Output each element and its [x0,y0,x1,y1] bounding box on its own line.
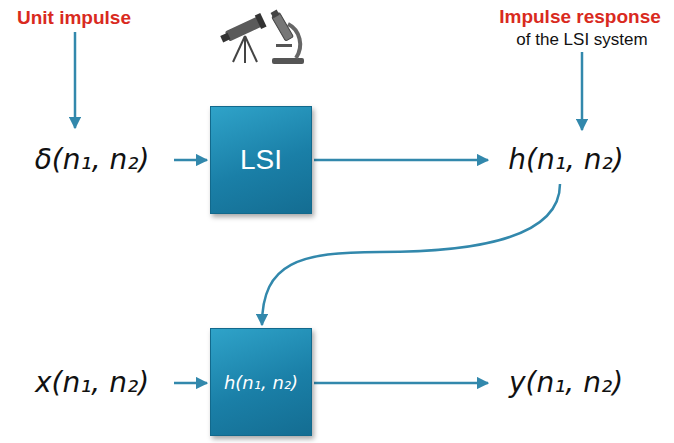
arrow [174,382,207,385]
arrow [74,32,77,128]
signal-name: y(n₁, n₂) [509,367,623,399]
callout-note: of the LSI system [516,30,647,50]
callout-label: Impulse response [499,6,661,28]
system-box: h(n₁, n₂) [210,328,312,436]
callout-label: Unit impulse [17,7,131,29]
arrow [581,52,584,130]
arrow [174,159,207,162]
signal-name: h(n₁, n₂) [508,144,623,176]
box-label: h(n₁, n₂) [224,372,298,393]
system-box: LSI [210,106,312,214]
signal-name: δ(n₁, n₂) [35,144,150,176]
telescope-icon [219,13,267,63]
arrow [314,159,488,162]
arrow [314,382,488,385]
box-label: LSI [240,144,282,176]
microscope-icon [270,9,304,64]
signal-name: x(n₁, n₂) [35,367,149,399]
